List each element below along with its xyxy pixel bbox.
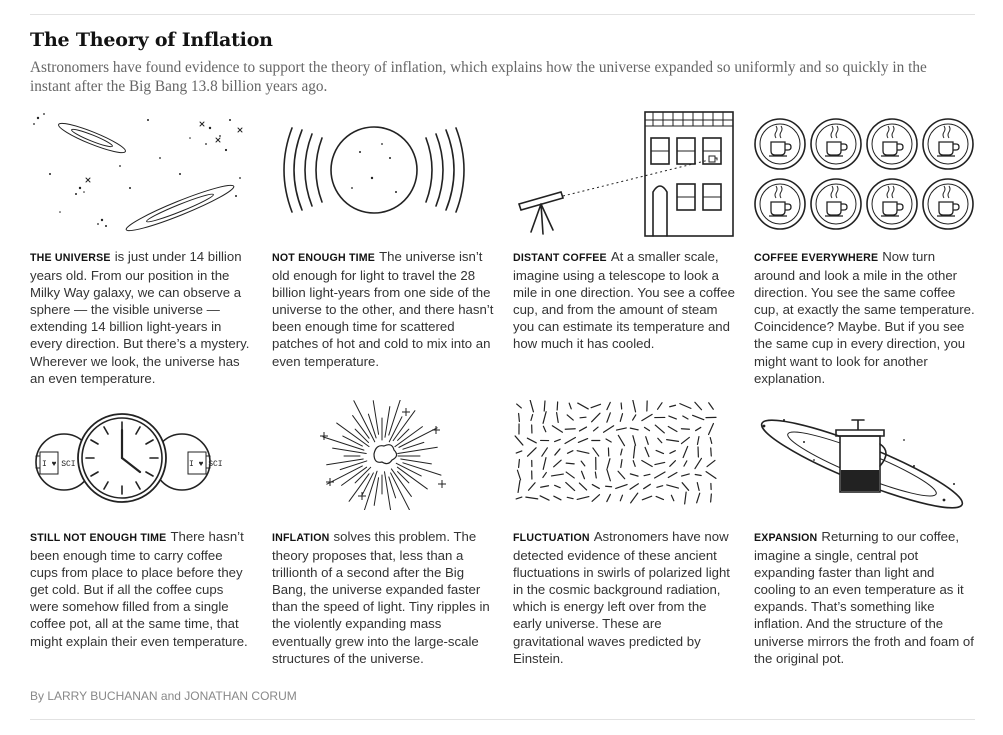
bottom-rule	[30, 719, 975, 720]
panel-label: INFLATION	[272, 532, 330, 544]
panel-label: FLUCTUATION	[513, 532, 590, 544]
coffee-cup-icon	[754, 178, 806, 230]
mug-label-right: I ♥ SCI	[189, 460, 223, 469]
coffee-cup-icon	[922, 178, 974, 230]
page-subtitle: Astronomers have found evidence to suppo…	[30, 59, 927, 95]
panel-label: COFFEE EVERYWHERE	[754, 252, 879, 264]
big-bang-burst-illustration	[320, 400, 446, 510]
coffee-cup-icon	[866, 178, 918, 230]
galaxies-illustration	[33, 113, 243, 232]
panel-label: THE UNIVERSE	[30, 252, 111, 264]
page-title: The Theory of Inflation	[30, 29, 273, 51]
panel-label: STILL NOT ENOUGH TIME	[30, 532, 167, 544]
coffee-cup-icon	[754, 118, 806, 170]
coffee-pot-galaxy-illustration	[760, 419, 964, 509]
polarization-field-illustration	[514, 400, 717, 505]
byline: By LARRY BUCHANAN and JONATHAN CORUM	[30, 689, 297, 703]
panel-body: Astronomers have now detected evidence o…	[513, 529, 730, 666]
coffee-cup-icon	[810, 178, 862, 230]
panel-label: EXPANSION	[754, 532, 818, 544]
panel-label: NOT ENOUGH TIME	[272, 252, 376, 264]
panel-body: Now turn around and look a mile in the o…	[754, 249, 975, 386]
telescope-building-illustration	[517, 111, 734, 237]
mug-label-left: I ♥ SCI	[42, 460, 76, 469]
coffee-cups-grid-illustration	[754, 118, 974, 230]
coffee-cup-icon	[810, 118, 862, 170]
sphere-light-illustration	[283, 126, 465, 214]
panel-label: DISTANT COFFEE	[513, 252, 607, 264]
panel-body: is just under 14 billion years old. From…	[30, 249, 250, 386]
clock-mugs-illustration: I ♥ SCI I ♥ SCI	[35, 413, 223, 503]
top-rule	[30, 14, 975, 15]
panel-body: The universe isn’t old enough for light …	[272, 249, 494, 369]
panel-body: solves this problem. The theory proposes…	[272, 529, 490, 666]
panel-body: At a smaller scale, imagine using a tele…	[513, 249, 735, 352]
panel-body: Returning to our coffee, imagine a singl…	[754, 529, 974, 666]
coffee-cup-icon	[866, 118, 918, 170]
coffee-cup-icon	[922, 118, 974, 170]
panel-body: There hasn’t been enough time to carry c…	[30, 529, 248, 649]
